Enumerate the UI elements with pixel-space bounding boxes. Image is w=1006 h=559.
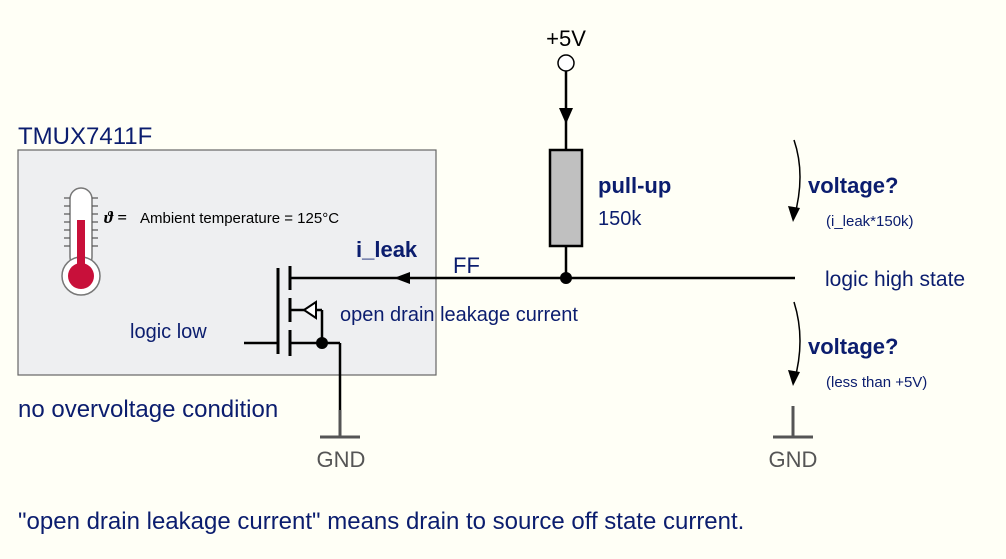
pullup-value: 150k [598, 208, 642, 230]
logic-low-label: logic low [130, 321, 207, 343]
junction-dot [560, 272, 572, 284]
voltage-lower-label: voltage? [808, 334, 898, 359]
supply-label: +5V [546, 26, 586, 51]
voltage-upper-label: voltage? [808, 173, 898, 198]
thermometer-icon [61, 187, 101, 296]
chip-title: TMUX7411F [18, 123, 152, 150]
gnd-right-label: GND [769, 447, 818, 472]
voltage-arrow-upper [788, 139, 801, 222]
voltage-upper-note: (i_leak*150k) [826, 213, 914, 230]
voltage-arrow-lower [788, 301, 801, 386]
pullup-name: pull-up [598, 173, 671, 198]
voltage-lower-note: (less than +5V) [826, 374, 927, 391]
net-label: FF [453, 253, 480, 278]
mosfet-symbol [244, 266, 342, 410]
footnote: "open drain leakage current" means drain… [18, 508, 744, 535]
current-label: i_leak [356, 237, 418, 262]
ambient-label: Ambient temperature = 125°C [140, 210, 339, 227]
gnd-left-label: GND [317, 447, 366, 472]
pullup-resistor [548, 148, 584, 248]
supply-terminal [557, 54, 575, 72]
ground-symbol-left [320, 410, 360, 439]
overvoltage-label: no overvoltage condition [18, 396, 278, 423]
leakage-label: open drain leakage current [340, 304, 578, 326]
supply-arrow [559, 108, 573, 124]
leak-current-arrow [394, 272, 410, 284]
ground-symbol-right [773, 406, 813, 439]
ambient-symbol: ϑ = [104, 208, 127, 227]
logic-high-label: logic high state [825, 268, 965, 291]
